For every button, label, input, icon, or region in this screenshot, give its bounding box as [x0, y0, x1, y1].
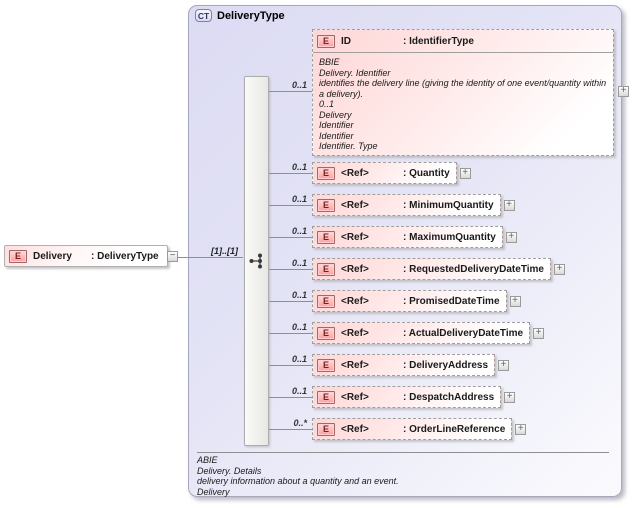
expand-toggle[interactable]: +	[459, 167, 471, 179]
cardinality-label: 0..1	[291, 322, 307, 332]
annotation-line: BBIE	[319, 57, 340, 67]
annotation-line: Delivery	[319, 109, 352, 120]
element-type: : MinimumQuantity	[403, 199, 494, 211]
element-icon: E	[317, 230, 335, 244]
element-type: : PromisedDateTime	[403, 295, 500, 307]
element-orderlinereference[interactable]: E <Ref> : OrderLineReference	[312, 418, 513, 440]
element-actualdeliverydatetime[interactable]: E <Ref> : ActualDeliveryDateTime	[312, 322, 531, 344]
cardinality-label: 0..1	[291, 226, 307, 236]
element-id-annotation: BBIE Delivery. Identifier identifies the…	[313, 53, 613, 155]
cardinality-label: 0..1	[291, 162, 307, 172]
element-type: : Quantity	[403, 167, 450, 179]
annotation-line: 0..1	[319, 99, 335, 109]
connector-line	[269, 173, 312, 174]
connector-line	[269, 205, 312, 206]
connector-line	[269, 397, 312, 398]
annotation-line: Identifier	[319, 120, 354, 130]
complex-type-box: CT DeliveryType 0..1 E ID : IdentifierTy…	[188, 5, 629, 497]
annotation-separator	[197, 452, 609, 453]
element-icon: E	[9, 249, 27, 263]
annotation-line: Delivery	[197, 486, 230, 497]
element-icon: E	[317, 422, 335, 436]
element-requesteddeliverydatetime[interactable]: E <Ref> : RequestedDeliveryDateTime	[312, 258, 551, 280]
element-name: ID	[341, 35, 351, 47]
cardinality-label: 0..1	[291, 386, 307, 396]
element-type: : RequestedDeliveryDateTime	[403, 263, 544, 275]
complex-type-title: DeliveryType	[217, 9, 285, 22]
complex-type-annotation: ABIE Delivery. Details delivery informat…	[197, 455, 615, 497]
element-type: : DeliveryType	[91, 250, 159, 262]
cardinality-label: 0..1	[291, 290, 307, 300]
element-name: <Ref>	[341, 199, 369, 211]
element-name: <Ref>	[341, 167, 369, 179]
expand-toggle[interactable]: +	[515, 423, 527, 435]
element-name: <Ref>	[341, 359, 369, 371]
element-type: : OrderLineReference	[403, 423, 506, 435]
connector-line	[269, 365, 312, 366]
expand-toggle[interactable]: +	[533, 327, 545, 339]
element-type: : ActualDeliveryDateTime	[403, 327, 524, 339]
element-name: <Ref>	[341, 327, 369, 339]
collapse-toggle[interactable]: −	[167, 251, 178, 262]
annotation-line: Delivery. Details	[197, 465, 262, 476]
expand-toggle[interactable]: +	[504, 391, 516, 403]
element-type: : MaximumQuantity	[403, 231, 496, 243]
annotation-line: Identifier. Type	[319, 141, 378, 151]
element-icon: E	[317, 326, 335, 340]
occurrence-label: [1]..[1]	[211, 246, 238, 256]
element-name: <Ref>	[341, 263, 369, 275]
element-icon: E	[317, 34, 335, 48]
element-icon: E	[317, 262, 335, 276]
cardinality-label: 0..1	[291, 194, 307, 204]
annotation-line: ABIE	[197, 455, 218, 465]
element-type: : IdentifierType	[403, 35, 474, 47]
element-promiseddatetime[interactable]: E <Ref> : PromisedDateTime	[312, 290, 507, 312]
element-icon: E	[317, 166, 335, 180]
cardinality-label: 0..1	[291, 354, 307, 364]
element-icon: E	[317, 294, 335, 308]
expand-toggle[interactable]: +	[553, 263, 565, 275]
element-despatchaddress[interactable]: E <Ref> : DespatchAddress	[312, 386, 502, 408]
expand-toggle[interactable]: +	[505, 231, 517, 243]
expand-toggle[interactable]: +	[498, 359, 510, 371]
element-type: : DespatchAddress	[403, 391, 495, 403]
complex-type-header: CT DeliveryType	[195, 9, 285, 22]
element-name: <Ref>	[341, 295, 369, 307]
element-quantity[interactable]: E <Ref> : Quantity	[312, 162, 457, 184]
connector-line	[269, 333, 312, 334]
element-name: <Ref>	[341, 391, 369, 403]
element-maximumquantity[interactable]: E <Ref> : MaximumQuantity	[312, 226, 503, 248]
connector-line	[269, 429, 312, 430]
element-minimumquantity[interactable]: E <Ref> : MinimumQuantity	[312, 194, 501, 216]
sequence-icon	[249, 253, 262, 269]
element-name: <Ref>	[341, 423, 369, 435]
element-delivery[interactable]: E Delivery : DeliveryType	[4, 245, 168, 267]
element-deliveryaddress[interactable]: E <Ref> : DeliveryAddress	[312, 354, 496, 376]
cardinality-label: 0..*	[293, 418, 307, 428]
cardinality-label: 0..1	[291, 258, 307, 268]
element-name: Delivery	[33, 250, 72, 262]
expand-toggle[interactable]: +	[509, 295, 521, 307]
element-id[interactable]: E ID : IdentifierType BBIE Delivery. Ide…	[312, 29, 614, 156]
annotation-line: identifies the delivery line (giving the…	[319, 78, 607, 99]
element-name: <Ref>	[341, 231, 369, 243]
connector-line	[269, 91, 312, 92]
connector-line	[269, 301, 312, 302]
element-type: : DeliveryAddress	[403, 359, 489, 371]
element-id-header: E ID : IdentifierType	[313, 30, 613, 53]
element-icon: E	[317, 358, 335, 372]
expand-toggle[interactable]: +	[503, 199, 515, 211]
annotation-line: delivery information about a quantity an…	[197, 476, 399, 486]
expand-toggle[interactable]: +	[618, 86, 629, 97]
annotation-line: Delivery. Identifier	[319, 67, 391, 78]
element-icon: E	[317, 390, 335, 404]
complex-type-icon: CT	[195, 9, 212, 22]
connector-line	[178, 257, 243, 258]
element-icon: E	[317, 198, 335, 212]
connector-line	[269, 237, 312, 238]
annotation-line: Identifier	[319, 130, 354, 141]
cardinality-label: 0..1	[291, 80, 307, 90]
connector-line	[269, 269, 312, 270]
